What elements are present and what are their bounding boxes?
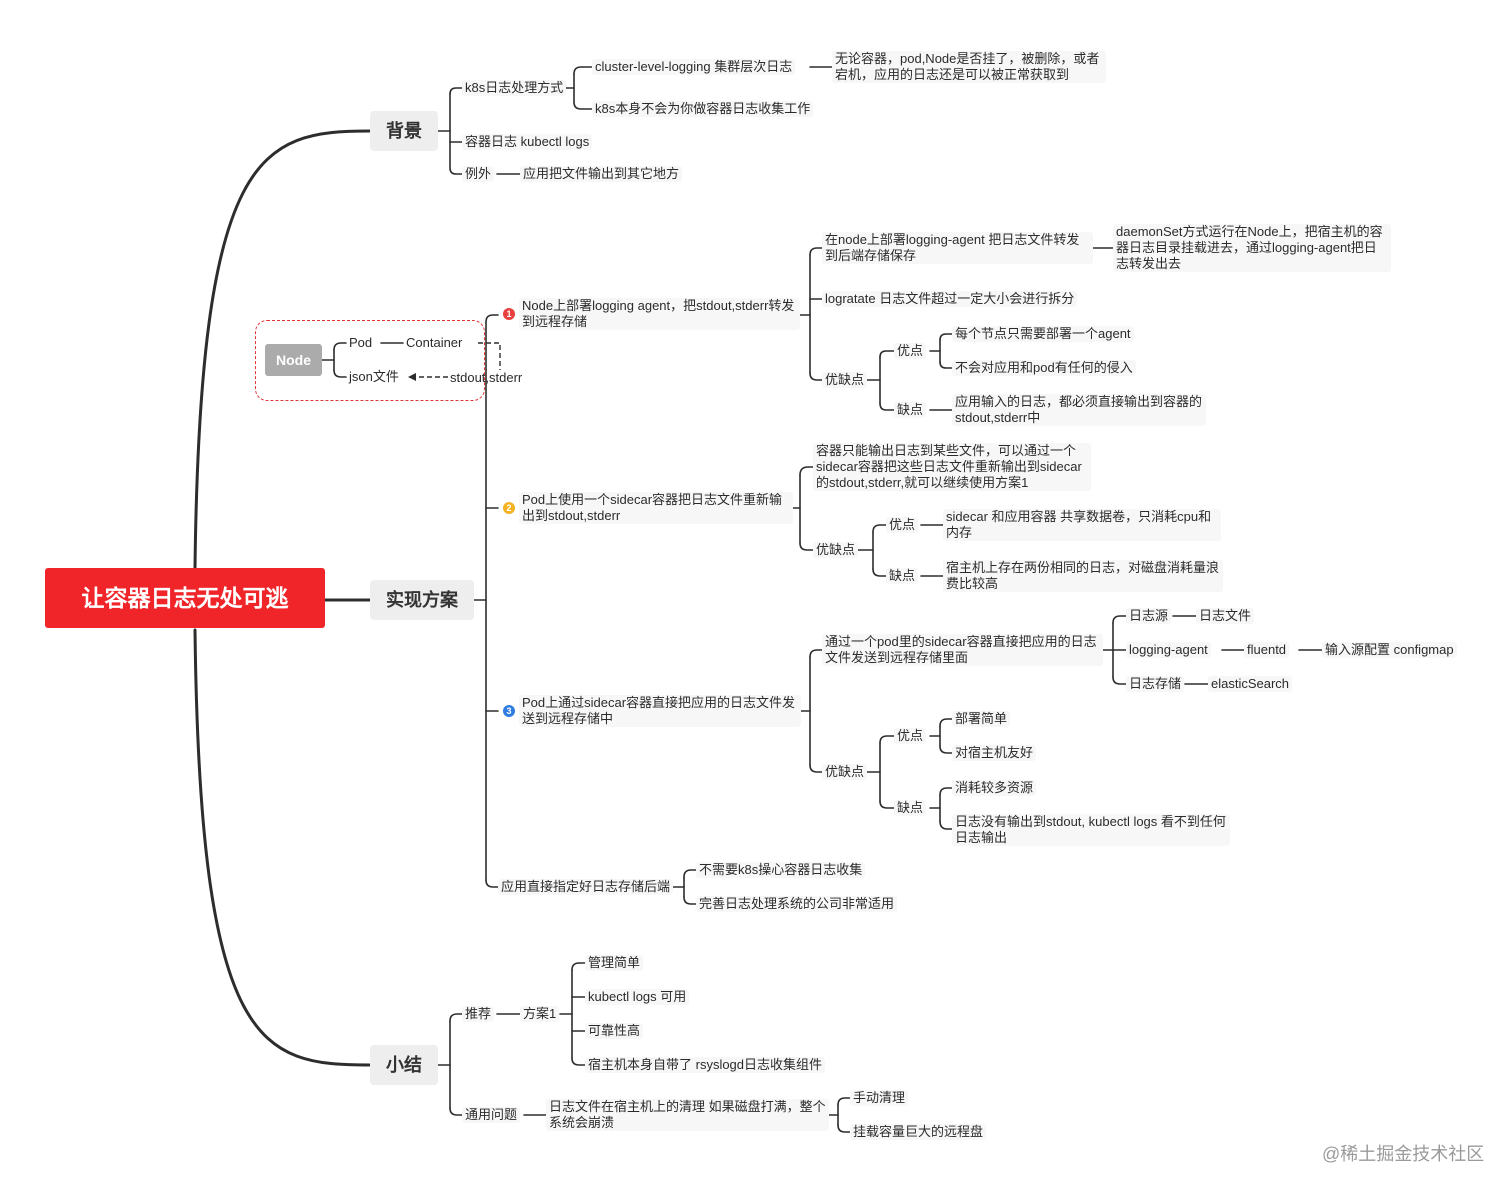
s2-pros-cons[interactable]: 优缺点 — [813, 542, 859, 558]
json-file-label[interactable]: json文件 — [349, 369, 399, 384]
s1-pros[interactable]: 优点 — [894, 343, 927, 359]
s3-input-config[interactable]: 输入源配置 configmap — [1322, 642, 1457, 658]
s3-via-sidecar[interactable]: 通过一个pod里的sidecar容器直接把应用的日志文件发送到远程存储里面 — [822, 634, 1103, 666]
solution-4[interactable]: 应用直接指定好日志存储后端 — [498, 879, 674, 895]
summary-c2[interactable]: 挂载容量巨大的远程盘 — [850, 1124, 987, 1140]
cluster-level-note[interactable]: 无论容器，pod,Node是否挂了，被删除，或者宕机，应用的日志还是可以被正常获… — [832, 51, 1106, 83]
s3-log-file[interactable]: 日志文件 — [1196, 608, 1255, 624]
s1-pros-cons[interactable]: 优缺点 — [822, 372, 868, 388]
s1-pro-1[interactable]: 每个节点只需要部署一个agent — [952, 326, 1134, 342]
summary-r1[interactable]: 管理简单 — [585, 955, 644, 971]
container-label[interactable]: Container — [406, 335, 463, 350]
s1-logratate[interactable]: logratate 日志文件超过一定大小会进行拆分 — [822, 291, 1078, 307]
cluster-level-logging[interactable]: cluster-level-logging 集群层次日志 — [592, 59, 796, 75]
s3-fluentd[interactable]: fluentd — [1244, 642, 1290, 658]
k8s-no-collect[interactable]: k8s本身不会为你做容器日志收集工作 — [592, 101, 814, 117]
node-diagram-highlight — [255, 320, 485, 401]
summary-common-note[interactable]: 日志文件在宿主机上的清理 如果磁盘打满，整个系统会崩溃 — [546, 1099, 829, 1131]
stdout-label[interactable]: stdout,stderr — [450, 370, 523, 385]
s3-pros[interactable]: 优点 — [894, 728, 927, 744]
s2-con-1[interactable]: 宿主机上存在两份相同的日志，对磁盘消耗量浪费比较高 — [943, 560, 1223, 592]
s3-con-2[interactable]: 日志没有输出到stdout, kubectl logs 看不到任何日志输出 — [952, 814, 1230, 846]
node-box[interactable]: Node — [265, 344, 322, 376]
watermark: @稀土掘金技术社区 — [1322, 1144, 1485, 1164]
solution-1[interactable]: Node上部署logging agent，把stdout,stderr转发到远程… — [519, 298, 800, 330]
exception[interactable]: 例外 — [462, 166, 495, 182]
s1-con-1[interactable]: 应用输入的日志，都必须直接输出到容器的stdout,stderr中 — [952, 394, 1206, 426]
root-topic[interactable]: 让容器日志无处可逃 — [45, 568, 325, 628]
s2-pros[interactable]: 优点 — [886, 517, 919, 533]
s2-pro-1[interactable]: sidecar 和应用容器 共享数据卷，只消耗cpu和内存 — [943, 509, 1221, 541]
s3-cons[interactable]: 缺点 — [894, 800, 927, 816]
solution-3[interactable]: Pod上通过sidecar容器直接把应用的日志文件发送到远程存储中 — [519, 695, 801, 727]
s1-cons[interactable]: 缺点 — [894, 402, 927, 418]
k8s-handling[interactable]: k8s日志处理方式 — [462, 80, 567, 96]
s4-note-2[interactable]: 完善日志处理系统的公司非常适用 — [696, 896, 898, 912]
s3-log-storage[interactable]: 日志存储 — [1126, 676, 1185, 692]
solution-3-badge: 3 — [503, 705, 515, 717]
s3-log-source[interactable]: 日志源 — [1126, 608, 1172, 624]
summary-r3[interactable]: 可靠性高 — [585, 1023, 644, 1039]
s1-deploy-agent[interactable]: 在node上部署logging-agent 把日志文件转发到后端存储保存 — [822, 232, 1093, 264]
s2-note[interactable]: 容器只能输出日志到某些文件，可以通过一个sidecar容器把这些日志文件重新输出… — [813, 443, 1091, 491]
solution-1-badge: 1 — [503, 308, 515, 320]
summary-common[interactable]: 通用问题 — [462, 1107, 521, 1123]
s2-cons[interactable]: 缺点 — [886, 568, 919, 584]
s4-note-1[interactable]: 不需要k8s操心容器日志收集 — [696, 862, 866, 878]
s3-pro-2[interactable]: 对宿主机友好 — [952, 745, 1037, 761]
topic-background[interactable]: 背景 — [370, 111, 438, 151]
exception-note[interactable]: 应用把文件输出到其它地方 — [520, 166, 683, 182]
solution-2-badge: 2 — [503, 502, 515, 514]
s3-con-1[interactable]: 消耗较多资源 — [952, 780, 1037, 796]
topic-summary[interactable]: 小结 — [370, 1045, 438, 1085]
kubectl-logs[interactable]: 容器日志 kubectl logs — [462, 134, 593, 150]
s1-daemonset-note[interactable]: daemonSet方式运行在Node上，把宿主机的容器日志目录挂载进去，通过lo… — [1113, 224, 1391, 272]
pod-label[interactable]: Pod — [349, 335, 373, 350]
s3-logging-agent[interactable]: logging-agent — [1126, 642, 1211, 658]
summary-recommend[interactable]: 推荐 — [462, 1006, 495, 1022]
s3-pros-cons[interactable]: 优缺点 — [822, 764, 868, 780]
summary-plan-1[interactable]: 方案1 — [520, 1006, 560, 1022]
summary-c1[interactable]: 手动清理 — [850, 1090, 909, 1106]
summary-r2[interactable]: kubectl logs 可用 — [585, 989, 690, 1005]
summary-r4[interactable]: 宿主机本身自带了 rsyslogd日志收集组件 — [585, 1057, 826, 1073]
s3-elasticsearch[interactable]: elasticSearch — [1208, 676, 1293, 692]
s1-pro-2[interactable]: 不会对应用和pod有任何的侵入 — [952, 360, 1136, 376]
topic-solutions[interactable]: 实现方案 — [370, 580, 474, 620]
solution-2[interactable]: Pod上使用一个sidecar容器把日志文件重新输出到stdout,stderr — [519, 492, 793, 524]
s3-pro-1[interactable]: 部署简单 — [952, 711, 1011, 727]
